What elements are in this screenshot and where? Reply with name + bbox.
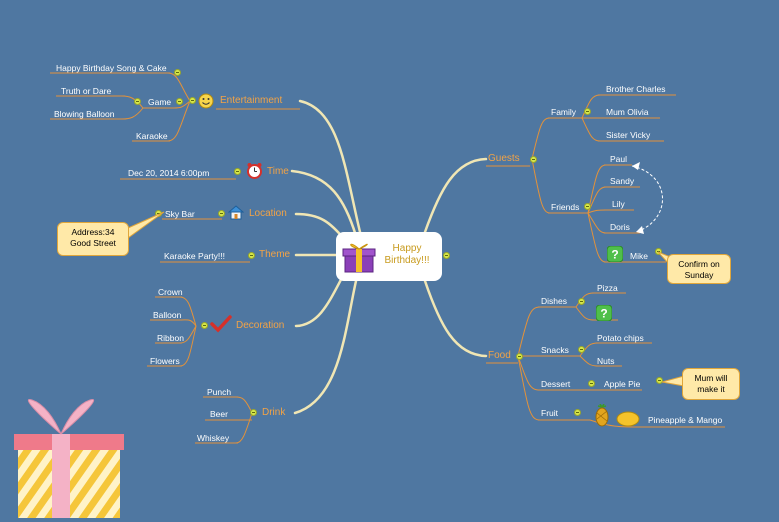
- sub-dessert[interactable]: Dessert: [541, 379, 571, 389]
- svg-text:?: ?: [600, 307, 607, 321]
- house-icon: [228, 205, 244, 220]
- leaf-sky-bar[interactable]: Sky Bar: [165, 209, 195, 219]
- family-node[interactable]: [584, 108, 591, 115]
- leaf-potato-chips[interactable]: Potato chips: [597, 333, 644, 343]
- central-topic[interactable]: Happy Birthday!!!: [336, 232, 442, 281]
- checkmark-icon: [210, 315, 232, 333]
- leaf-mike[interactable]: Mike: [630, 251, 648, 261]
- leaf-whiskey[interactable]: Whiskey: [197, 433, 230, 443]
- branch-location[interactable]: Location: [249, 208, 287, 219]
- leaf-doris[interactable]: Doris: [610, 222, 630, 232]
- leaf-karaoke[interactable]: Karaoke: [136, 131, 168, 141]
- leaf-node[interactable]: [174, 69, 181, 76]
- branch-decoration[interactable]: Decoration: [236, 320, 285, 331]
- confirm-callout[interactable]: Confirm on Sunday: [667, 254, 731, 284]
- question-mark-icon: ?: [607, 246, 623, 262]
- food-node[interactable]: [516, 353, 523, 360]
- dessert-node[interactable]: [588, 380, 595, 387]
- branch-food[interactable]: Food: [488, 350, 511, 361]
- leaf-sister-vicky[interactable]: Sister Vicky: [606, 130, 651, 140]
- pineapple-mango-icon: [595, 404, 640, 427]
- leaf-time-value[interactable]: Dec 20, 2014 6:00pm: [128, 168, 210, 178]
- gift-icon: [342, 243, 376, 273]
- leaf-pineapple-mango[interactable]: Pineapple & Mango: [648, 415, 723, 425]
- leaf-lily[interactable]: Lily: [612, 199, 625, 209]
- theme-node[interactable]: [248, 252, 255, 259]
- leaf-blowing-balloon[interactable]: Blowing Balloon: [54, 109, 115, 119]
- decoration-node[interactable]: [201, 322, 208, 329]
- leaf-pizza[interactable]: Pizza: [597, 283, 618, 293]
- game-collapse-node[interactable]: [134, 98, 141, 105]
- leaf-truth-or-dare[interactable]: Truth or Dare: [61, 86, 112, 96]
- fruit-node[interactable]: [574, 409, 581, 416]
- branch-entertainment[interactable]: Entertainment: [220, 95, 283, 106]
- alarm-clock-icon: [247, 163, 262, 179]
- svg-text:?: ?: [611, 248, 618, 262]
- central-topic-title: Happy Birthday!!!: [384, 243, 430, 266]
- smiley-face-icon: [198, 93, 214, 109]
- question-mark-icon: ?: [596, 305, 612, 321]
- leaf-happy-birthday-song[interactable]: Happy Birthday Song & Cake: [56, 63, 167, 73]
- gift-box-icon: [14, 399, 124, 518]
- leaf-karaoke-party[interactable]: Karaoke Party!!!: [164, 251, 225, 261]
- guests-node[interactable]: [530, 156, 537, 163]
- leaf-mum-olivia[interactable]: Mum Olivia: [606, 107, 649, 117]
- branch-time[interactable]: Time: [267, 166, 289, 177]
- apple-pie-node[interactable]: [656, 377, 663, 384]
- leaf-sandy[interactable]: Sandy: [610, 176, 635, 186]
- branch-drink[interactable]: Drink: [262, 407, 286, 418]
- sub-dishes[interactable]: Dishes: [541, 296, 567, 306]
- sub-snacks[interactable]: Snacks: [541, 345, 569, 355]
- sub-friends[interactable]: Friends: [551, 202, 580, 212]
- entertainment-node[interactable]: [189, 97, 196, 104]
- leaf-apple-pie[interactable]: Apple Pie: [604, 379, 641, 389]
- mike-node[interactable]: [655, 248, 662, 255]
- leaf-ribbon[interactable]: Ribbon: [157, 333, 184, 343]
- game-node[interactable]: [176, 98, 183, 105]
- leaf-punch[interactable]: Punch: [207, 387, 232, 397]
- sub-game[interactable]: Game: [148, 97, 172, 107]
- leaf-balloon[interactable]: Balloon: [153, 310, 182, 320]
- leaf-crown[interactable]: Crown: [158, 287, 183, 297]
- central-collapse-node[interactable]: [443, 252, 450, 259]
- snacks-node[interactable]: [578, 346, 585, 353]
- dishes-node[interactable]: [578, 298, 585, 305]
- address-callout[interactable]: Address:34 Good Street: [57, 222, 129, 256]
- leaf-brother-charles[interactable]: Brother Charles: [606, 84, 666, 94]
- dessert-callout[interactable]: Mum will make it: [682, 368, 740, 400]
- friends-node[interactable]: [584, 203, 591, 210]
- leaf-beer[interactable]: Beer: [210, 409, 228, 419]
- drink-node[interactable]: [250, 409, 257, 416]
- sub-fruit[interactable]: Fruit: [541, 408, 558, 418]
- leaf-nuts[interactable]: Nuts: [597, 356, 615, 366]
- branch-guests[interactable]: Guests: [488, 153, 520, 164]
- location-node[interactable]: [218, 210, 225, 217]
- leaf-flowers[interactable]: Flowers: [150, 356, 180, 366]
- leaf-paul[interactable]: Paul: [610, 154, 628, 164]
- branch-theme[interactable]: Theme: [259, 249, 291, 260]
- time-node[interactable]: [234, 168, 241, 175]
- sub-family[interactable]: Family: [551, 107, 577, 117]
